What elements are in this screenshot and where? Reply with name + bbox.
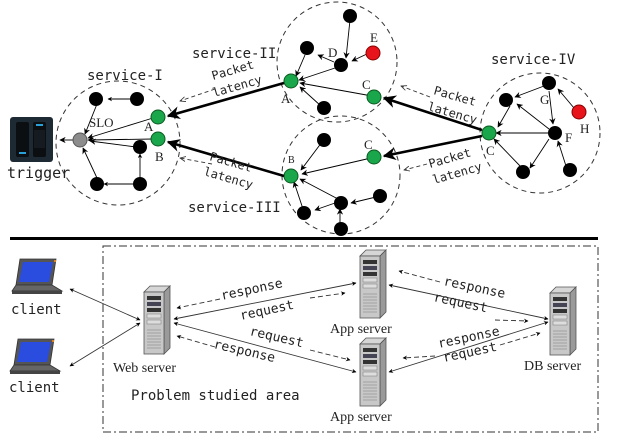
service-iii-nodes bbox=[283, 133, 387, 236]
service-iv-nodes bbox=[481, 76, 587, 179]
section-divider bbox=[10, 237, 598, 240]
node bbox=[89, 92, 103, 106]
node-d-label: D bbox=[328, 45, 337, 60]
db-server-label: DB server bbox=[524, 359, 581, 374]
node-h-label: H bbox=[580, 121, 589, 136]
service-ii-nodes bbox=[283, 9, 382, 115]
node bbox=[133, 140, 147, 154]
node-g-label: G bbox=[540, 92, 549, 107]
node-c-label: C bbox=[364, 137, 373, 152]
trigger-label: trigger bbox=[7, 164, 70, 182]
node-c bbox=[366, 89, 382, 105]
edge-iii-to-i bbox=[166, 139, 285, 178]
slo-node bbox=[72, 132, 88, 148]
request-label: request bbox=[239, 298, 296, 324]
app-server-icon bbox=[359, 249, 387, 319]
node bbox=[334, 196, 348, 210]
node bbox=[90, 177, 104, 191]
node-d bbox=[334, 58, 348, 72]
node-c-label: C bbox=[486, 143, 495, 158]
app-server-icon bbox=[359, 337, 387, 407]
area-label: Problem studied area bbox=[131, 388, 300, 404]
service-ii-label: service-II bbox=[192, 46, 276, 62]
client-laptop-icon bbox=[11, 258, 63, 295]
db-server-icon bbox=[549, 286, 577, 356]
web-server-label: Web server bbox=[113, 361, 176, 376]
service-i-label: service-I bbox=[87, 68, 163, 84]
node bbox=[317, 101, 331, 115]
service-iv-label: service-IV bbox=[491, 52, 576, 68]
node-b-label: B bbox=[288, 155, 295, 166]
node-f bbox=[548, 126, 562, 140]
node-a-label: A bbox=[144, 119, 154, 134]
node bbox=[317, 133, 331, 147]
client-laptop-icon bbox=[9, 338, 61, 375]
node-c bbox=[481, 125, 497, 141]
node-a bbox=[283, 73, 299, 89]
node bbox=[300, 41, 314, 55]
node-b bbox=[150, 131, 166, 147]
service-ii-boundary bbox=[276, 1, 398, 123]
node-e-label: E bbox=[370, 30, 378, 45]
latency-labels: Packet latency Packet latency Packet lat… bbox=[202, 57, 483, 191]
app-server-label: App server bbox=[330, 322, 392, 337]
node bbox=[133, 177, 147, 191]
service-iv-boundary bbox=[479, 72, 601, 194]
edge-ii-to-i bbox=[166, 81, 285, 120]
service-iii-label: service-III bbox=[188, 200, 281, 216]
node-a-label: A bbox=[281, 91, 291, 106]
slo-label: SLO bbox=[89, 115, 114, 130]
flow-labels: response request request response respon… bbox=[212, 274, 507, 366]
response-label: response bbox=[220, 276, 285, 304]
node-e bbox=[365, 45, 381, 61]
node-g bbox=[542, 76, 556, 90]
node bbox=[516, 165, 530, 179]
node bbox=[563, 163, 577, 177]
service-i-nodes bbox=[72, 92, 166, 191]
node bbox=[343, 9, 357, 23]
node-b bbox=[283, 168, 299, 184]
edge-iv-to-iii bbox=[382, 134, 483, 161]
node-f-label: F bbox=[565, 130, 572, 145]
node-a bbox=[150, 109, 166, 125]
node bbox=[499, 93, 513, 107]
node-c-label: C bbox=[362, 77, 371, 92]
node bbox=[297, 206, 311, 220]
node-c bbox=[366, 149, 382, 165]
client-label: client bbox=[9, 380, 60, 396]
node-b-label: B bbox=[155, 149, 164, 164]
app-server-label: App server bbox=[330, 410, 392, 425]
node bbox=[373, 189, 387, 203]
trigger-switch-icon bbox=[10, 117, 53, 162]
node-h bbox=[571, 104, 587, 120]
node bbox=[334, 222, 348, 236]
client-label: client bbox=[11, 302, 62, 318]
edge-iv-to-ii bbox=[382, 95, 483, 132]
problem-area-boundary bbox=[102, 245, 599, 433]
web-server-icon bbox=[143, 285, 171, 355]
node bbox=[130, 92, 144, 106]
